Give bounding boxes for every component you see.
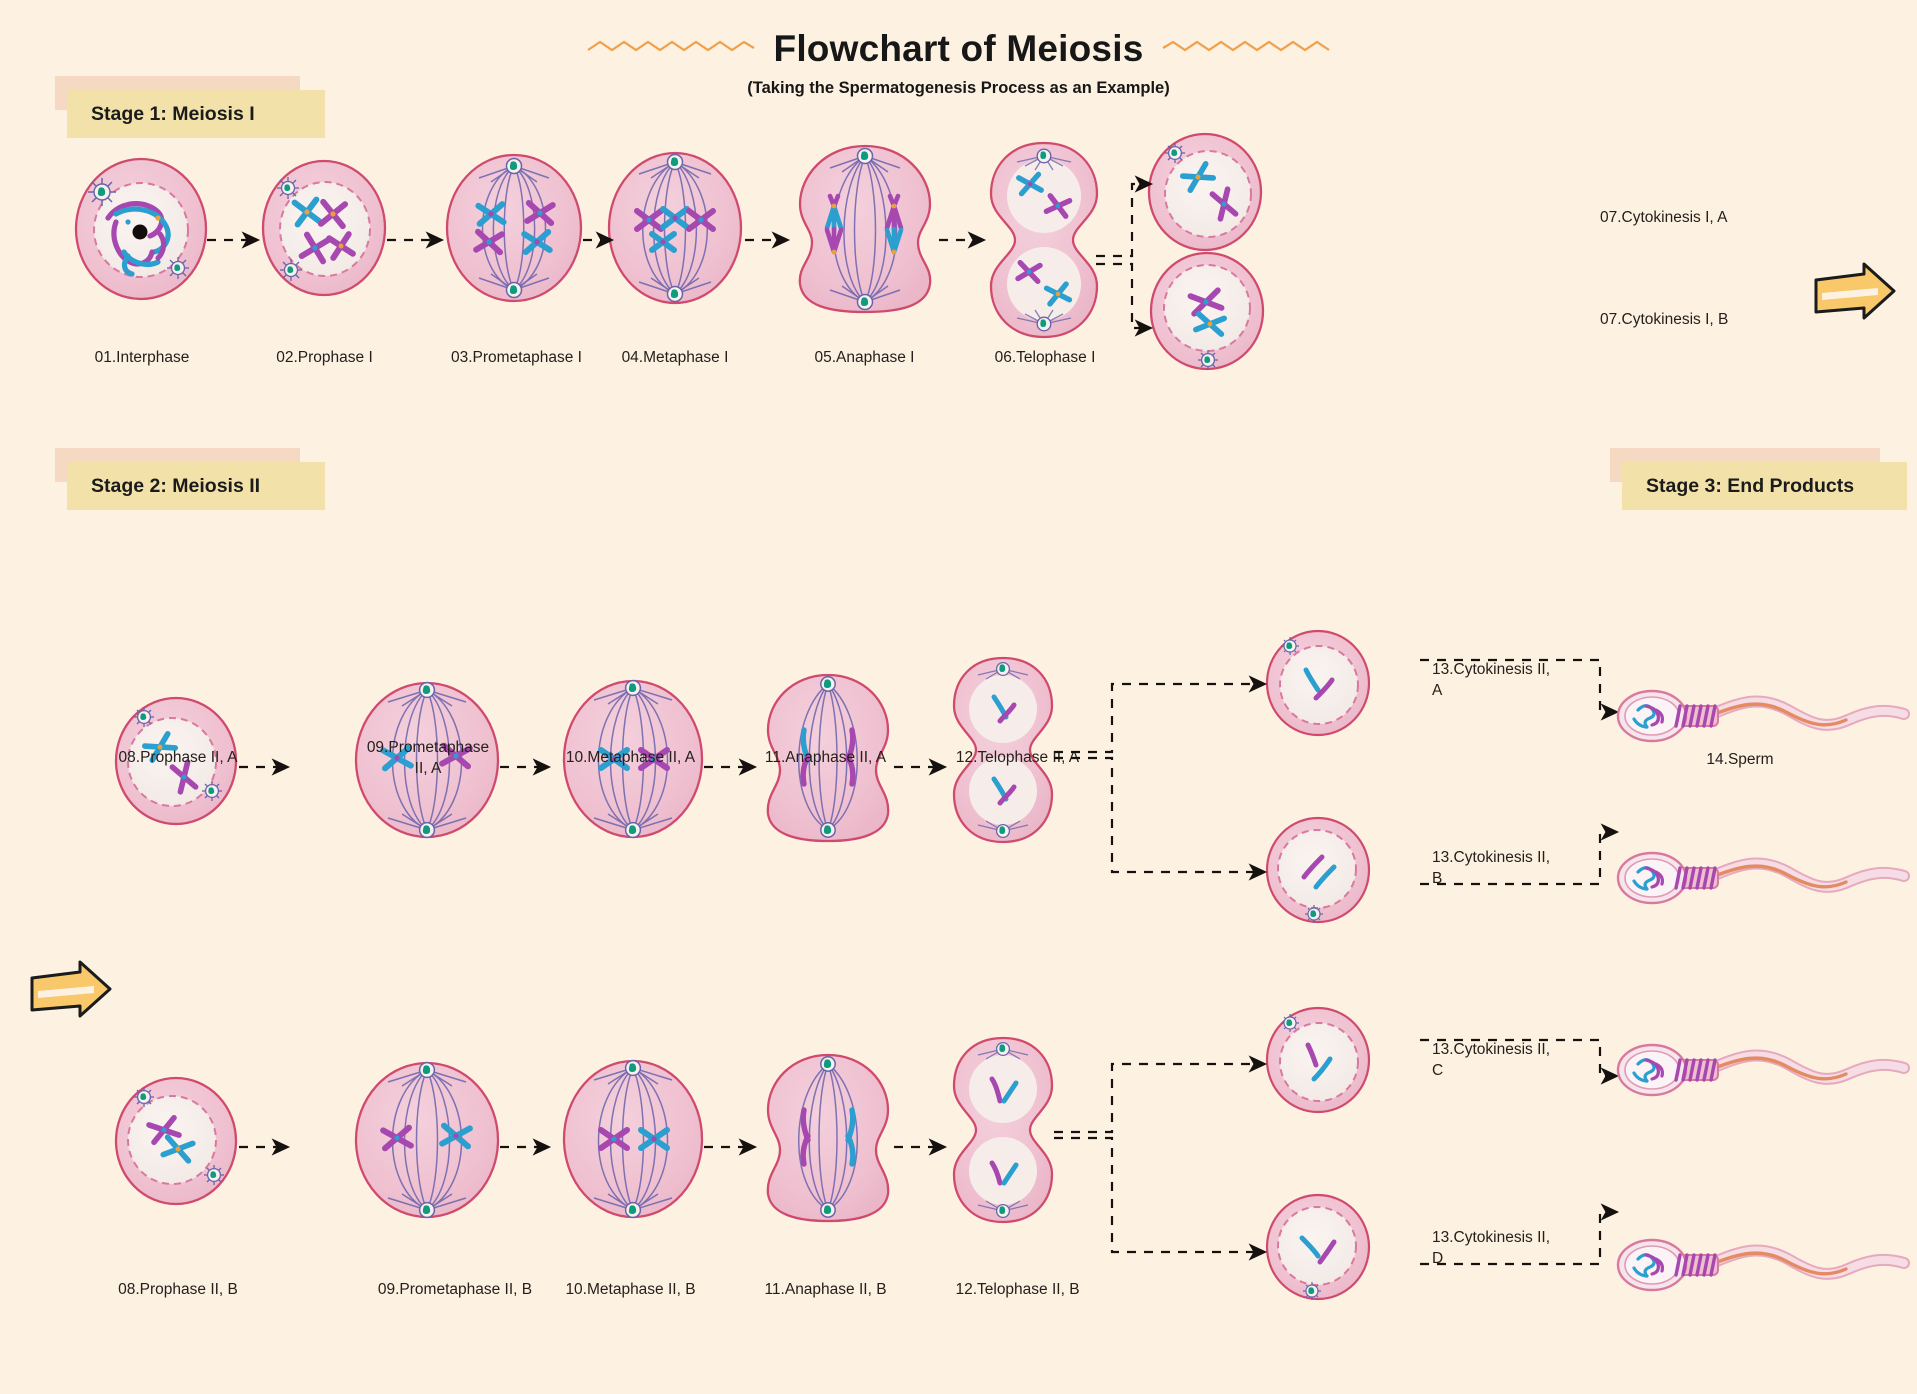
stage-header-card: Stage 1: Meiosis I — [67, 90, 325, 138]
cell-metaphase-ii-a — [560, 678, 706, 840]
connector-telophase-ii-a-branch — [1052, 640, 1272, 900]
cell-telophase-i — [985, 140, 1103, 340]
centrosome-star — [204, 1165, 224, 1185]
stage-header-meiosis-ii: Stage 2: Meiosis II — [55, 448, 335, 518]
label-anaphase-ii-a: 11.Anaphase II, A — [764, 749, 887, 766]
connector-telophase-ii-b-branch — [1052, 1020, 1272, 1280]
connector-anaphase-ii-b-to-telophase-ii-b — [892, 1132, 954, 1162]
cell-cytokinesis-i-b — [1148, 250, 1266, 372]
centrosome-star — [202, 781, 222, 801]
label-prometaphase-ii-a: 09.Prometaphase II, A — [366, 739, 490, 777]
centrosome-star — [1281, 637, 1299, 655]
title-squiggle-right — [1161, 38, 1331, 61]
label-cytokinesis-i-a: 07.Cytokinesis I, A — [1600, 209, 1728, 226]
connector-prometaphase-ii-b-to-metaphase-ii-b — [498, 1132, 558, 1162]
centrosome-star — [167, 257, 189, 279]
diagram-title-block: Flowchart of Meiosis (Taking the Spermat… — [0, 28, 1917, 98]
centrosome-star — [280, 259, 302, 281]
nucleolus — [132, 224, 148, 240]
cell-anaphase-ii-a — [760, 672, 896, 844]
centrosome-star — [277, 177, 299, 199]
sperm-cell-3 — [1612, 1040, 1912, 1100]
title-squiggle-left — [586, 38, 756, 61]
cell-anaphase-i — [790, 142, 940, 314]
spindle-fibers — [829, 155, 901, 303]
cell-prometaphase-i — [443, 152, 585, 304]
cell-prophase-ii-b — [112, 1075, 240, 1207]
connector-prophase-i-to-prometaphase-i — [385, 220, 451, 260]
centrosome-star — [1303, 1282, 1321, 1300]
label-cytokinesis-ii-a: 13.Cytokinesis II, A — [1432, 661, 1551, 699]
label-cytokinesis-ii-c: 13.Cytokinesis II, C — [1432, 1041, 1551, 1079]
label-cytokinesis-i-b: 07.Cytokinesis I, B — [1600, 311, 1729, 328]
stage-header-meiosis-i: Stage 1: Meiosis I — [55, 76, 325, 146]
connector-metaphase-ii-b-to-anaphase-ii-b — [702, 1132, 764, 1162]
cell-interphase — [72, 156, 210, 302]
connector-prophase-ii-b-to-prometaphase-ii-b — [237, 1132, 297, 1162]
sperm-cell-2 — [1612, 848, 1912, 908]
cell-prophase-ii-a — [112, 695, 240, 827]
page-title: Flowchart of Meiosis — [773, 28, 1144, 69]
stage-1-label: Stage 1: Meiosis I — [91, 102, 255, 125]
stage-header-card: Stage 3: End Products — [1622, 462, 1907, 510]
centrosome-star — [1165, 143, 1185, 163]
flow-arrow-to-row-b — [28, 960, 114, 1031]
sperm-cell-4 — [1612, 1235, 1912, 1295]
flow-arrow-to-meiosis-ii — [1812, 262, 1898, 333]
sperm-cell-1 — [1612, 686, 1912, 746]
stage-header-card: Stage 2: Meiosis II — [67, 462, 325, 510]
stage-header-end-products: Stage 3: End Products — [1610, 448, 1907, 518]
label-prometaphase-ii-b: 09.Prometaphase II, B — [377, 1281, 533, 1298]
spindle-fibers — [478, 165, 550, 291]
label-telophase-ii-b: 12.Telophase II, B — [955, 1281, 1080, 1298]
label-prophase-i: 02.Prophase I — [276, 349, 373, 366]
label-metaphase-i: 04.Metaphase I — [621, 349, 729, 366]
label-prophase-ii-a: 08.Prophase II, A — [118, 749, 238, 766]
cell-prometaphase-ii-a — [352, 680, 502, 840]
cell-anaphase-ii-b — [760, 1052, 896, 1224]
page-subtitle: (Taking the Spermatogenesis Process as a… — [747, 79, 1170, 97]
label-metaphase-ii-a: 10.Metaphase II, A — [565, 749, 696, 766]
cell-cytokinesis-i-a — [1146, 131, 1264, 253]
label-prometaphase-i: 03.Prometaphase I — [451, 349, 582, 366]
cell-telophase-ii-b — [948, 1035, 1058, 1225]
centrosome-star — [1198, 350, 1218, 370]
cell-prometaphase-ii-b — [352, 1060, 502, 1220]
centrosome-star — [88, 178, 116, 206]
label-anaphase-ii-b: 11.Anaphase II, B — [764, 1281, 887, 1298]
cell-cytokinesis-ii-c — [1264, 1005, 1372, 1115]
label-telophase-ii-a: 12.Telophase II, A — [955, 749, 1080, 766]
label-cytokinesis-ii-b: 13.Cytokinesis II, B — [1432, 849, 1551, 887]
label-interphase: 01.Interphase — [94, 349, 190, 366]
stage-3-label: Stage 3: End Products — [1646, 474, 1855, 497]
cell-cytokinesis-ii-d — [1264, 1192, 1372, 1302]
centrosome-star — [134, 1087, 154, 1107]
cell-telophase-ii-a — [948, 655, 1058, 845]
cell-metaphase-i — [605, 150, 745, 306]
stage-2-label: Stage 2: Meiosis II — [91, 474, 261, 497]
centrosome-star — [1305, 905, 1323, 923]
connector-interphase-to-prophase-i — [205, 220, 265, 260]
label-cytokinesis-ii-d: 13.Cytokinesis II, D — [1432, 1229, 1551, 1267]
label-prophase-ii-b: 08.Prophase II, B — [118, 1281, 238, 1298]
label-telophase-i: 06.Telophase I — [994, 349, 1096, 366]
cell-metaphase-ii-b — [560, 1058, 706, 1220]
label-metaphase-ii-b: 10.Metaphase II, B — [565, 1281, 696, 1298]
cell-cytokinesis-ii-a — [1264, 628, 1372, 738]
cell-prophase-i — [259, 158, 389, 298]
centrosome-star — [134, 707, 154, 727]
connector-metaphase-i-to-anaphase-i — [743, 220, 797, 260]
label-sperm: 14.Sperm — [1706, 751, 1774, 768]
cell-cytokinesis-ii-b — [1264, 815, 1372, 925]
centrosome-star — [1281, 1014, 1299, 1032]
label-anaphase-i: 05.Anaphase I — [814, 349, 915, 366]
